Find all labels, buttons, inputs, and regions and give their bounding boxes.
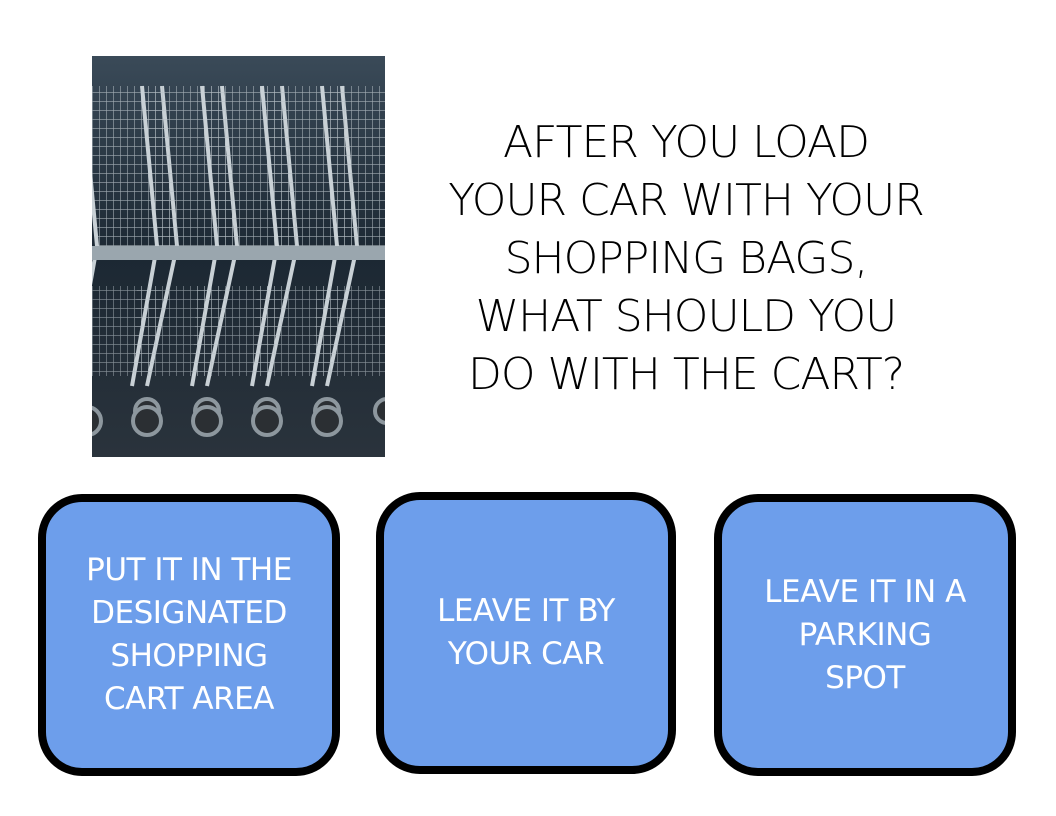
shopping-carts-photo bbox=[92, 56, 385, 457]
answer-option-designated-area[interactable]: PUT IT IN THE DESIGNATED SHOPPING CART A… bbox=[38, 494, 340, 776]
question-text: AFTER YOU LOAD YOUR CAR WITH YOUR SHOPPI… bbox=[448, 117, 925, 400]
cart-illustration-part bbox=[92, 405, 103, 437]
cart-illustration-part bbox=[312, 286, 385, 376]
cart-illustration-part bbox=[332, 246, 385, 260]
cart-illustration-part bbox=[251, 405, 283, 437]
cart-illustration-part bbox=[322, 86, 385, 246]
cart-illustration-part bbox=[191, 405, 223, 437]
answer-option-by-car[interactable]: LEAVE IT BY YOUR CAR bbox=[376, 492, 676, 774]
cart-illustration-part bbox=[373, 397, 385, 425]
answer-option-parking-spot[interactable]: LEAVE IT IN A PARKING SPOT bbox=[714, 494, 1016, 776]
cart-illustration-part bbox=[311, 405, 343, 437]
cart-illustration-part bbox=[131, 405, 163, 437]
